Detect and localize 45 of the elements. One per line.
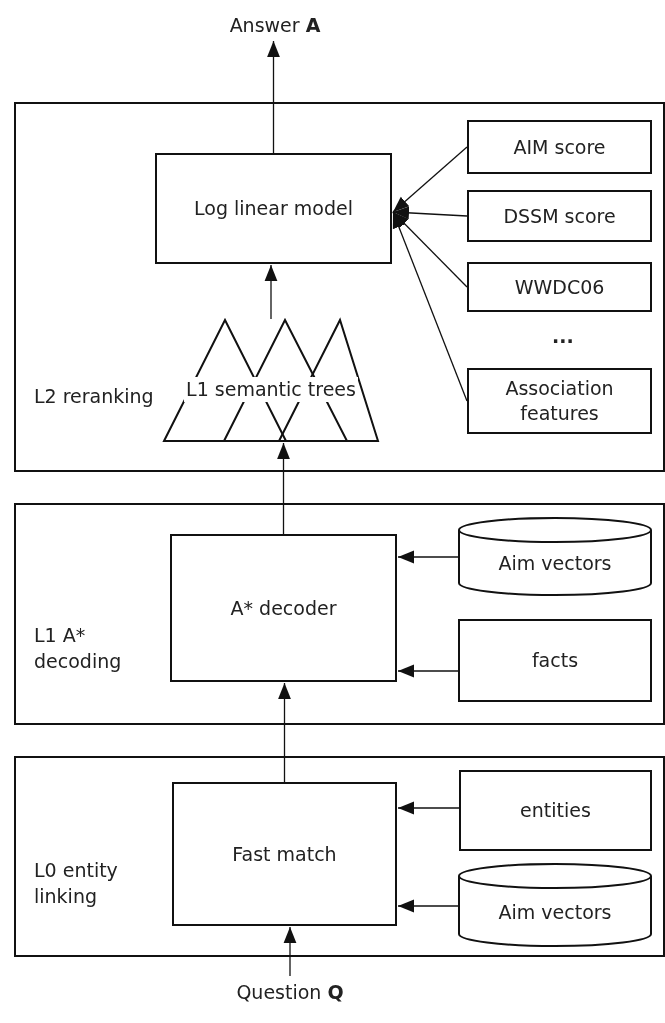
node-label: Aim vectors — [498, 551, 612, 576]
io-label: Answer A — [229, 12, 321, 38]
node-label: Fast match — [232, 841, 337, 867]
process-box — [467, 262, 652, 312]
stage-panel — [14, 503, 665, 725]
process-box — [458, 619, 652, 702]
database-cylinder — [458, 864, 652, 946]
process-box — [459, 770, 652, 851]
database-cylinder — [458, 518, 652, 595]
node-label: facts — [531, 648, 579, 673]
stage-panel — [14, 756, 665, 957]
arrow — [267, 40, 280, 154]
arrow — [264, 264, 278, 320]
arrow — [392, 211, 468, 288]
io-label: Question Q — [236, 979, 344, 1005]
process-box — [155, 153, 392, 264]
node-label: A* decoder — [230, 595, 337, 621]
arrow — [397, 899, 459, 913]
process-box — [467, 120, 652, 174]
node-label: entities — [520, 798, 591, 823]
node-label: Log linear model — [194, 196, 353, 221]
arrow — [392, 146, 468, 213]
node-label: DSSM score — [503, 203, 616, 229]
stage-panel — [14, 102, 665, 472]
arrow — [278, 682, 291, 783]
ellipsis-text: ... — [552, 325, 574, 347]
arrow — [392, 211, 468, 402]
stage-label: L2 reranking — [34, 384, 155, 409]
process-box — [467, 368, 652, 434]
process-box — [172, 782, 397, 926]
stage-label: L0 entity linking — [34, 858, 119, 909]
node-label: L1 semantic trees — [184, 377, 358, 402]
arrow — [392, 206, 468, 220]
process-box — [467, 190, 652, 242]
node-label: Aim vectors — [498, 899, 612, 925]
arrow — [397, 550, 459, 564]
stage-label: L1 A* decoding — [34, 623, 123, 674]
node-label: WWDC06 — [514, 274, 605, 300]
arrow — [397, 801, 460, 815]
process-box — [170, 534, 397, 682]
arrow — [277, 442, 290, 535]
arrow — [397, 664, 459, 678]
node-label: Association features — [504, 376, 615, 426]
arrow — [283, 926, 297, 977]
node-label: AIM score — [513, 134, 606, 160]
